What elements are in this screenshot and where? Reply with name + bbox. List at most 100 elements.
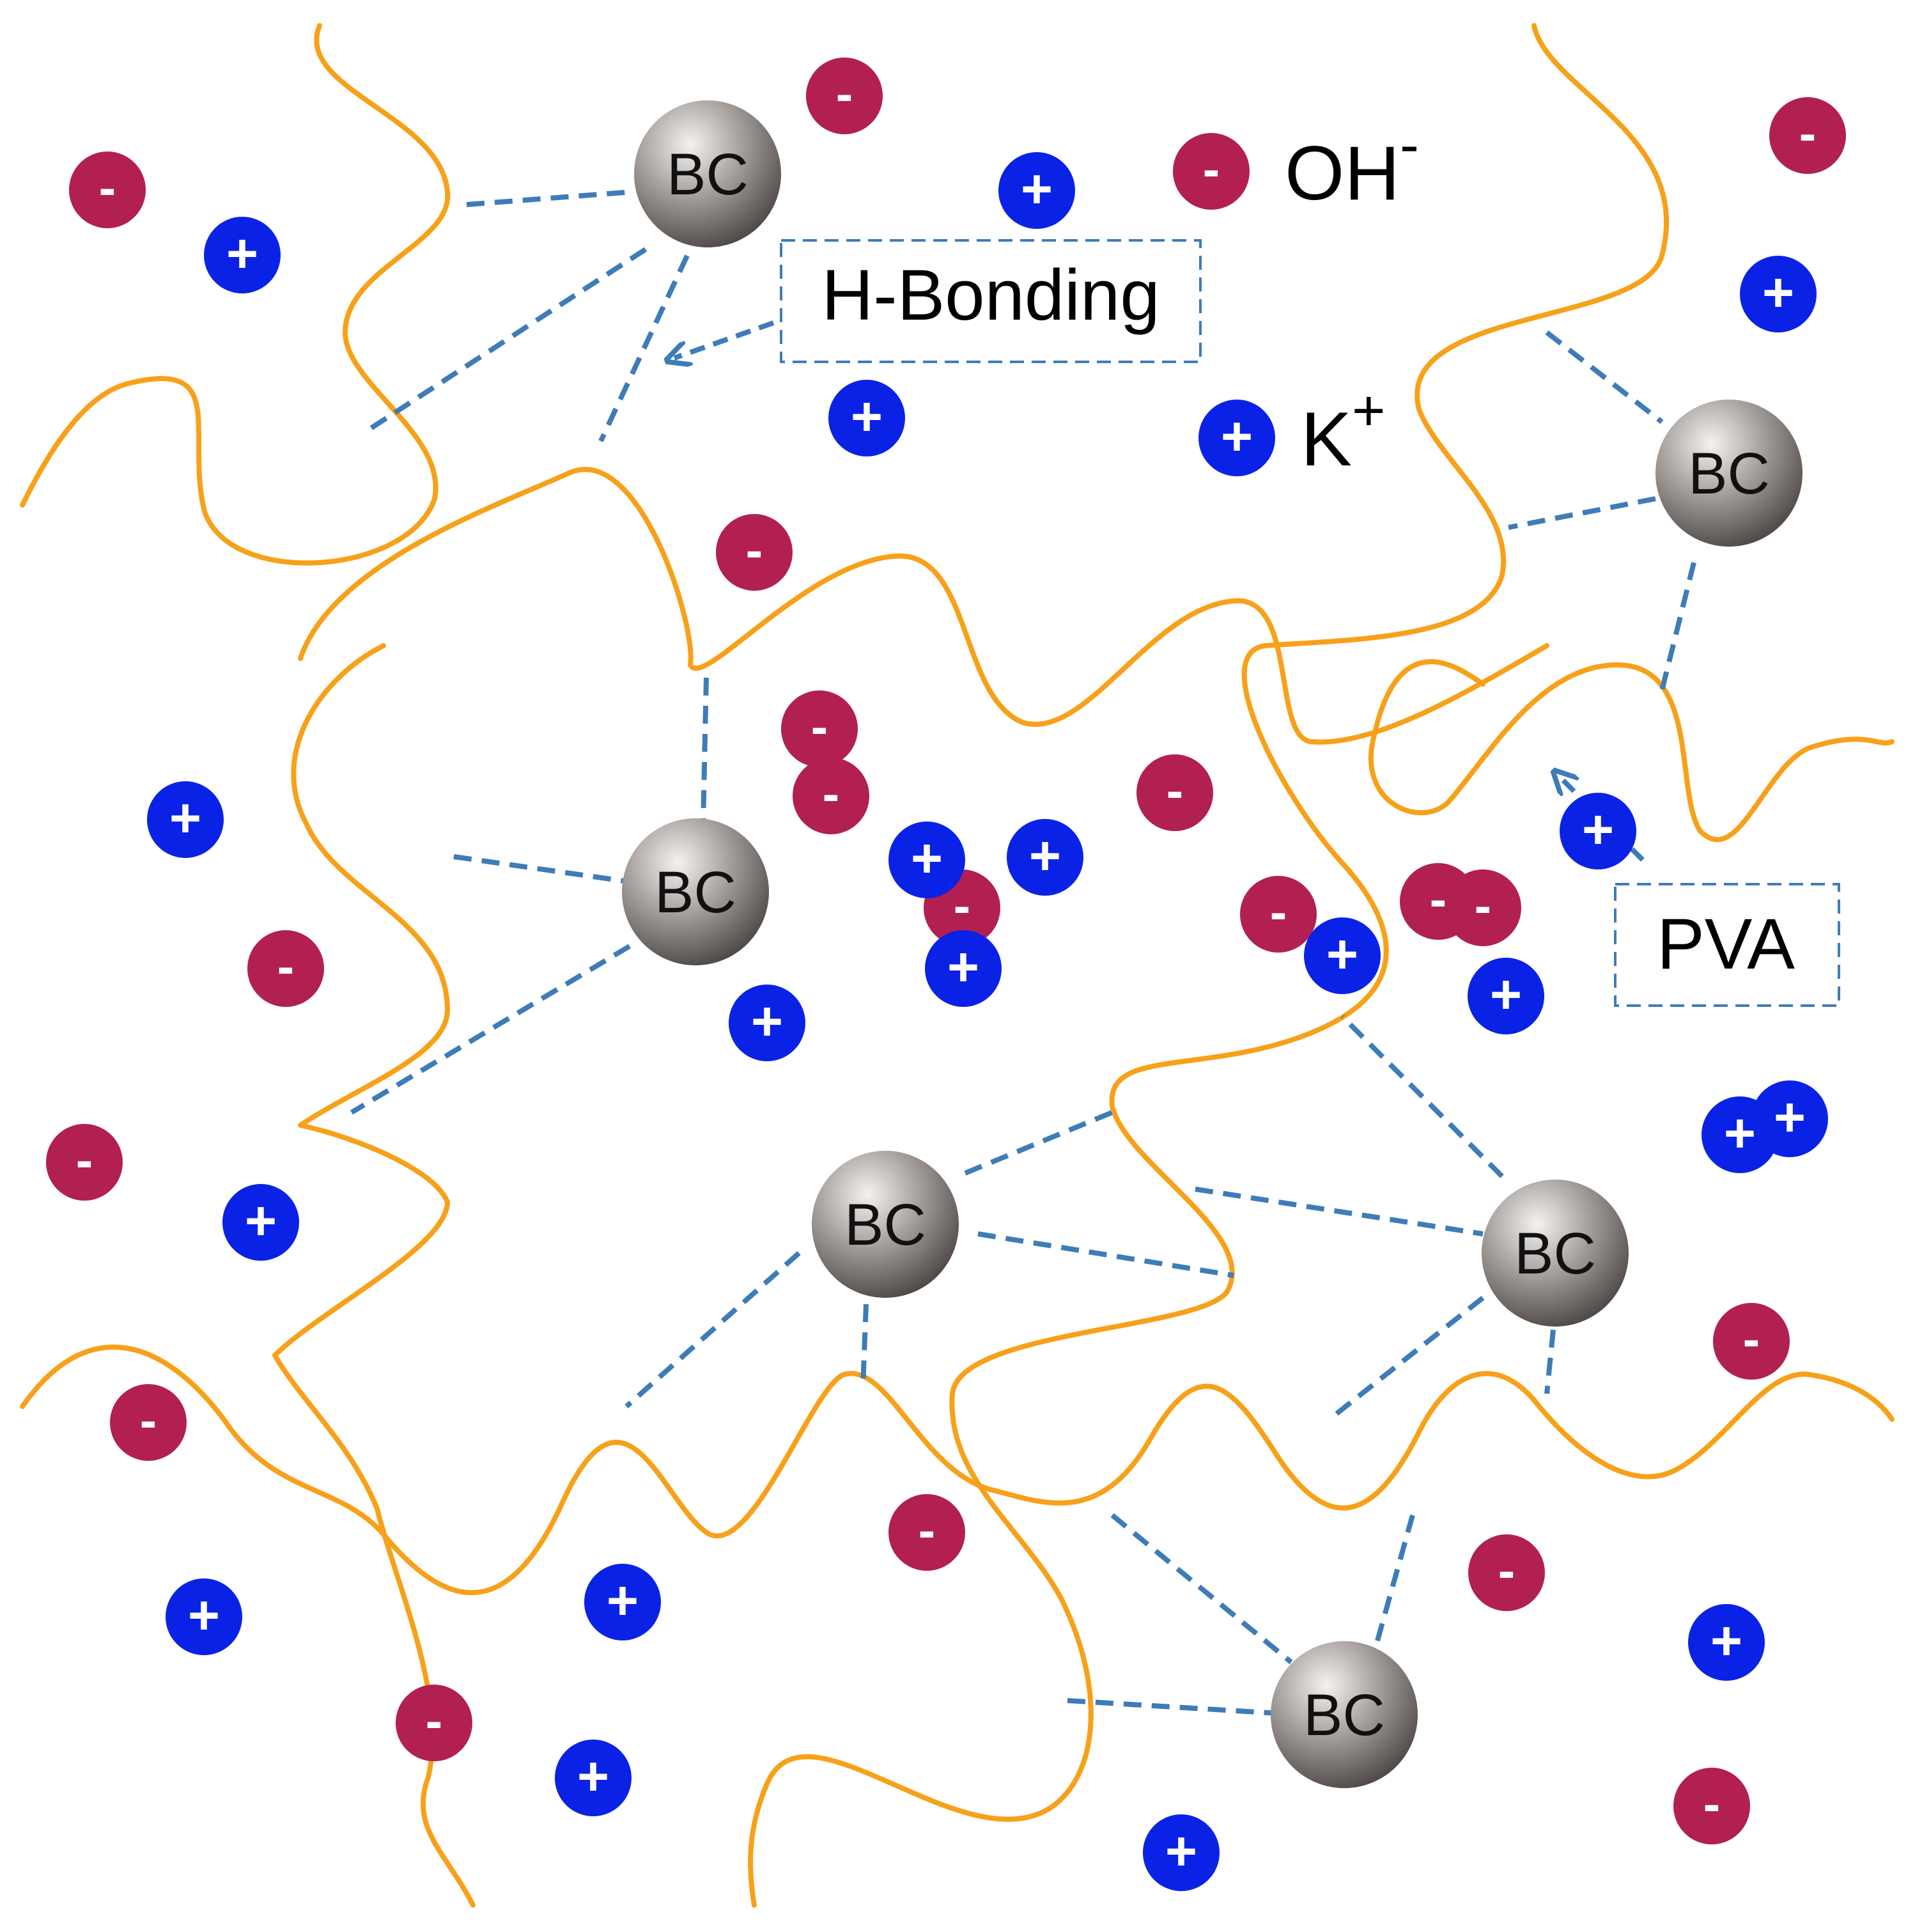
potassium-ion: + bbox=[1143, 1814, 1220, 1891]
h-bond bbox=[701, 677, 709, 825]
hydroxide-ion-circle bbox=[1673, 1768, 1750, 1844]
anion-sign: - bbox=[426, 1692, 443, 1749]
cation-sign: + bbox=[1582, 799, 1614, 861]
potassium-ion-circle bbox=[204, 217, 281, 293]
hydroxide-ion: - bbox=[1673, 1768, 1750, 1844]
anion-sign: - bbox=[1270, 884, 1287, 940]
bc-label: BC bbox=[655, 860, 736, 925]
potassium-ion-circle bbox=[1143, 1814, 1220, 1891]
pva-chain bbox=[272, 643, 476, 1908]
hydroxide-ion-circle bbox=[1713, 1303, 1790, 1380]
hydroxide-ion: - bbox=[888, 1494, 965, 1571]
h-bond bbox=[453, 854, 633, 885]
h-bond bbox=[350, 944, 632, 1115]
h-bond bbox=[1508, 496, 1656, 530]
bc-sphere bbox=[1482, 1180, 1629, 1327]
bc-particle: BC bbox=[812, 1151, 959, 1298]
cation-sign: + bbox=[851, 386, 883, 448]
bc-sphere bbox=[622, 818, 769, 965]
legend-potassium-label: K+ bbox=[1301, 379, 1386, 482]
anion-sign: - bbox=[836, 65, 853, 122]
pva-callout-box bbox=[1614, 883, 1840, 1007]
h-bond bbox=[1340, 1015, 1504, 1178]
anion-sign: - bbox=[823, 765, 840, 822]
cation-sign: + bbox=[188, 1585, 220, 1646]
hydroxide-ion: - bbox=[1240, 876, 1317, 953]
h-bond bbox=[1659, 562, 1696, 691]
potassium-ion: + bbox=[1740, 256, 1817, 332]
hydroxide-ion: - bbox=[110, 1384, 187, 1461]
h-bond bbox=[1195, 1187, 1484, 1236]
hydrogen-bonds bbox=[350, 189, 1696, 1716]
legend-potassium: + K+ bbox=[1198, 379, 1386, 482]
h-bond bbox=[1545, 330, 1664, 425]
bc-label: BC bbox=[1303, 1683, 1385, 1748]
hydroxide-ion-circle bbox=[806, 58, 883, 134]
pva-chain bbox=[298, 467, 1549, 745]
hydroxide-ion-circle bbox=[396, 1685, 472, 1761]
potassium-ion: + bbox=[555, 1740, 632, 1816]
legend-cation-icon bbox=[1198, 400, 1275, 476]
hbonding-callout: H-Bonding bbox=[674, 239, 1202, 363]
bc-label: BC bbox=[667, 142, 748, 207]
pva-label: PVA bbox=[1657, 904, 1795, 984]
potassium-ion: + bbox=[1304, 917, 1381, 994]
potassium-ion-circle bbox=[555, 1740, 632, 1816]
cation-sign: + bbox=[1165, 1821, 1197, 1882]
pva-chains bbox=[20, 23, 1895, 1908]
hydroxide-ion: - bbox=[806, 58, 883, 134]
potassium-ion-circle bbox=[147, 781, 224, 858]
hydroxide-ion-circle bbox=[247, 930, 324, 1007]
pva-chain bbox=[20, 1344, 1895, 1596]
hydroxide-ion-circle bbox=[1240, 876, 1317, 953]
cation-sign: + bbox=[947, 937, 979, 998]
cation-sign: + bbox=[577, 1746, 609, 1807]
pva-callout: PVA bbox=[1560, 777, 1840, 1007]
anion-sign: - bbox=[1743, 1311, 1760, 1367]
bc-label: BC bbox=[1514, 1221, 1596, 1286]
anion-sign: - bbox=[1475, 877, 1492, 934]
h-bond bbox=[1110, 1513, 1293, 1665]
hydroxide-ion: - bbox=[69, 152, 146, 228]
h-bond bbox=[1328, 1295, 1485, 1422]
h-bond bbox=[624, 1251, 801, 1408]
h-bond bbox=[964, 1110, 1113, 1176]
legend-anion-icon bbox=[1173, 133, 1250, 210]
hydroxide-ion-circle bbox=[69, 152, 146, 228]
anion-sign: - bbox=[919, 1502, 936, 1559]
bc-particle: BC bbox=[622, 818, 769, 965]
legend-hydroxide: - OH- bbox=[1173, 113, 1419, 216]
hydroxide-ion-circle bbox=[1136, 754, 1213, 831]
anion-sign: - bbox=[1167, 762, 1184, 819]
potassium-ion: + bbox=[204, 217, 281, 293]
ions: -------------------++++++++++++++++++++ bbox=[46, 58, 1846, 1891]
hbonding-callout-box bbox=[780, 239, 1202, 363]
potassium-ion: + bbox=[925, 930, 1002, 1007]
potassium-ion-circle bbox=[998, 152, 1075, 229]
hbonding-arrow bbox=[674, 320, 775, 358]
potassium-ion-circle bbox=[166, 1578, 242, 1655]
potassium-ion: + bbox=[584, 1564, 661, 1640]
anion-sign: - bbox=[277, 938, 295, 995]
potassium-ion: + bbox=[828, 380, 905, 456]
cation-sign: + bbox=[1774, 1087, 1806, 1148]
bc-label: BC bbox=[844, 1192, 926, 1258]
cation-sign: + bbox=[1029, 825, 1061, 887]
hydroxide-ion: - bbox=[793, 758, 869, 834]
pva-chain bbox=[748, 23, 1669, 1908]
hydroxide-ion-circle bbox=[716, 514, 793, 591]
anion-sign: - bbox=[1703, 1775, 1721, 1832]
bc-label: BC bbox=[1688, 441, 1770, 506]
potassium-ion-circle bbox=[925, 930, 1002, 1007]
potassium-ion: + bbox=[729, 985, 805, 1061]
hydroxide-ion: - bbox=[1136, 754, 1213, 831]
anion-sign: - bbox=[76, 1132, 93, 1188]
bc-sphere bbox=[634, 100, 781, 247]
potassium-ion: + bbox=[1688, 1604, 1765, 1681]
hydroxide-ion-circle bbox=[46, 1124, 123, 1201]
h-bond bbox=[369, 247, 647, 431]
hydroxide-ion: - bbox=[781, 690, 858, 767]
potassium-ion: + bbox=[1560, 793, 1636, 869]
anion-sign: - bbox=[99, 159, 116, 216]
